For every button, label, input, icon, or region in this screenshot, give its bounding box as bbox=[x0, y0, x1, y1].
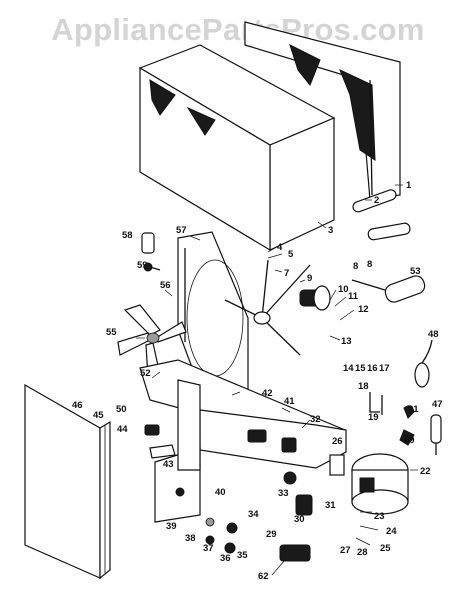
capacitor bbox=[430, 414, 442, 455]
callout-label: 37 bbox=[203, 543, 214, 554]
callout-label: 57 bbox=[176, 225, 187, 236]
small-parts bbox=[141, 232, 161, 272]
callout-label: 32 bbox=[310, 414, 321, 425]
callout-label: 45 bbox=[93, 410, 104, 421]
callout-label: 35 bbox=[237, 550, 248, 561]
callout-label: 50 bbox=[116, 404, 127, 415]
callout-label: 2 bbox=[374, 195, 379, 206]
callout-label: 25 bbox=[380, 543, 391, 554]
callout-label: 29 bbox=[266, 529, 277, 540]
callout-label: 28 bbox=[357, 547, 368, 558]
callout-label: 31 bbox=[325, 500, 336, 511]
callout-label: 56 bbox=[160, 280, 171, 291]
callout-label: 42 bbox=[262, 388, 273, 399]
leader-lines bbox=[136, 184, 418, 546]
front-panel bbox=[24, 383, 111, 580]
callout-label: 19 bbox=[368, 412, 379, 423]
callout-label: 52 bbox=[140, 368, 151, 379]
callout-label: 7 bbox=[284, 268, 289, 279]
callout-label: 22 bbox=[420, 466, 431, 477]
watermark: AppliancePartsPros.com bbox=[51, 12, 425, 47]
refrigerant-tubes bbox=[369, 392, 415, 446]
callout-label: 38 bbox=[185, 533, 196, 544]
callout-label: 3 bbox=[328, 225, 333, 236]
callout-label: 13 bbox=[341, 336, 352, 347]
callout-label: 43 bbox=[163, 459, 174, 470]
callout-label: 34 bbox=[248, 509, 259, 520]
overload-relay bbox=[414, 339, 433, 388]
control-box bbox=[154, 379, 201, 523]
callout-label: 21 bbox=[408, 404, 419, 415]
callout-label: 55 bbox=[106, 327, 117, 338]
callout-label: 14 bbox=[343, 363, 354, 374]
callout-label: 12 bbox=[358, 304, 369, 315]
valve-parts bbox=[283, 454, 345, 516]
electric-component bbox=[351, 275, 426, 303]
callout-label: 40 bbox=[215, 487, 226, 498]
callout-label: 18 bbox=[358, 381, 369, 392]
callout-label: 8 bbox=[353, 261, 358, 272]
callout-label: 59 bbox=[137, 260, 148, 271]
callout-label: 46 bbox=[72, 400, 83, 411]
callout-label: 36 bbox=[220, 553, 231, 564]
callout-label: 26 bbox=[332, 436, 343, 447]
cabinet-wrapper bbox=[138, 44, 336, 252]
callout-label: 47 bbox=[432, 399, 443, 410]
callout-label: 62 bbox=[258, 571, 269, 582]
callout-label: 24 bbox=[386, 526, 397, 537]
callout-label: 39 bbox=[166, 521, 177, 532]
callout-label: 9 bbox=[307, 273, 312, 284]
callout-label: 15 bbox=[355, 363, 366, 374]
callout-label: 17 bbox=[379, 363, 390, 374]
terminal-block bbox=[271, 544, 311, 576]
callout-label: 27 bbox=[340, 545, 351, 556]
callout-label: 8 bbox=[367, 259, 372, 270]
callout-label: 5 bbox=[288, 249, 294, 260]
callout-label: 30 bbox=[294, 514, 305, 525]
callout-label: 1 bbox=[406, 180, 412, 191]
small-hardware bbox=[144, 424, 238, 554]
callout-label: 58 bbox=[122, 230, 133, 241]
compressor bbox=[351, 453, 409, 515]
callout-label: 10 bbox=[338, 284, 349, 295]
tube-parts bbox=[352, 189, 411, 241]
callout-label: 33 bbox=[278, 488, 289, 499]
callout-label: 41 bbox=[284, 396, 295, 407]
fan-motor bbox=[299, 285, 331, 311]
callout-label: 23 bbox=[374, 511, 385, 522]
condenser-coil bbox=[244, 21, 401, 201]
blower-wheel bbox=[117, 304, 187, 379]
callout-label: 60 bbox=[404, 435, 415, 446]
callout-label: 48 bbox=[428, 329, 439, 340]
fan-blade bbox=[224, 259, 311, 356]
callout-label: 16 bbox=[367, 363, 378, 374]
callout-label: 11 bbox=[348, 291, 359, 302]
callout-labels: 1 2 3 4 5 7 8 8 9 10 11 12 13 14 15 16 1… bbox=[72, 180, 443, 582]
callout-label: 53 bbox=[410, 266, 421, 277]
callout-label: 44 bbox=[117, 424, 128, 435]
callout-label: 20 bbox=[403, 433, 414, 444]
callout-label: 4 bbox=[277, 242, 283, 253]
